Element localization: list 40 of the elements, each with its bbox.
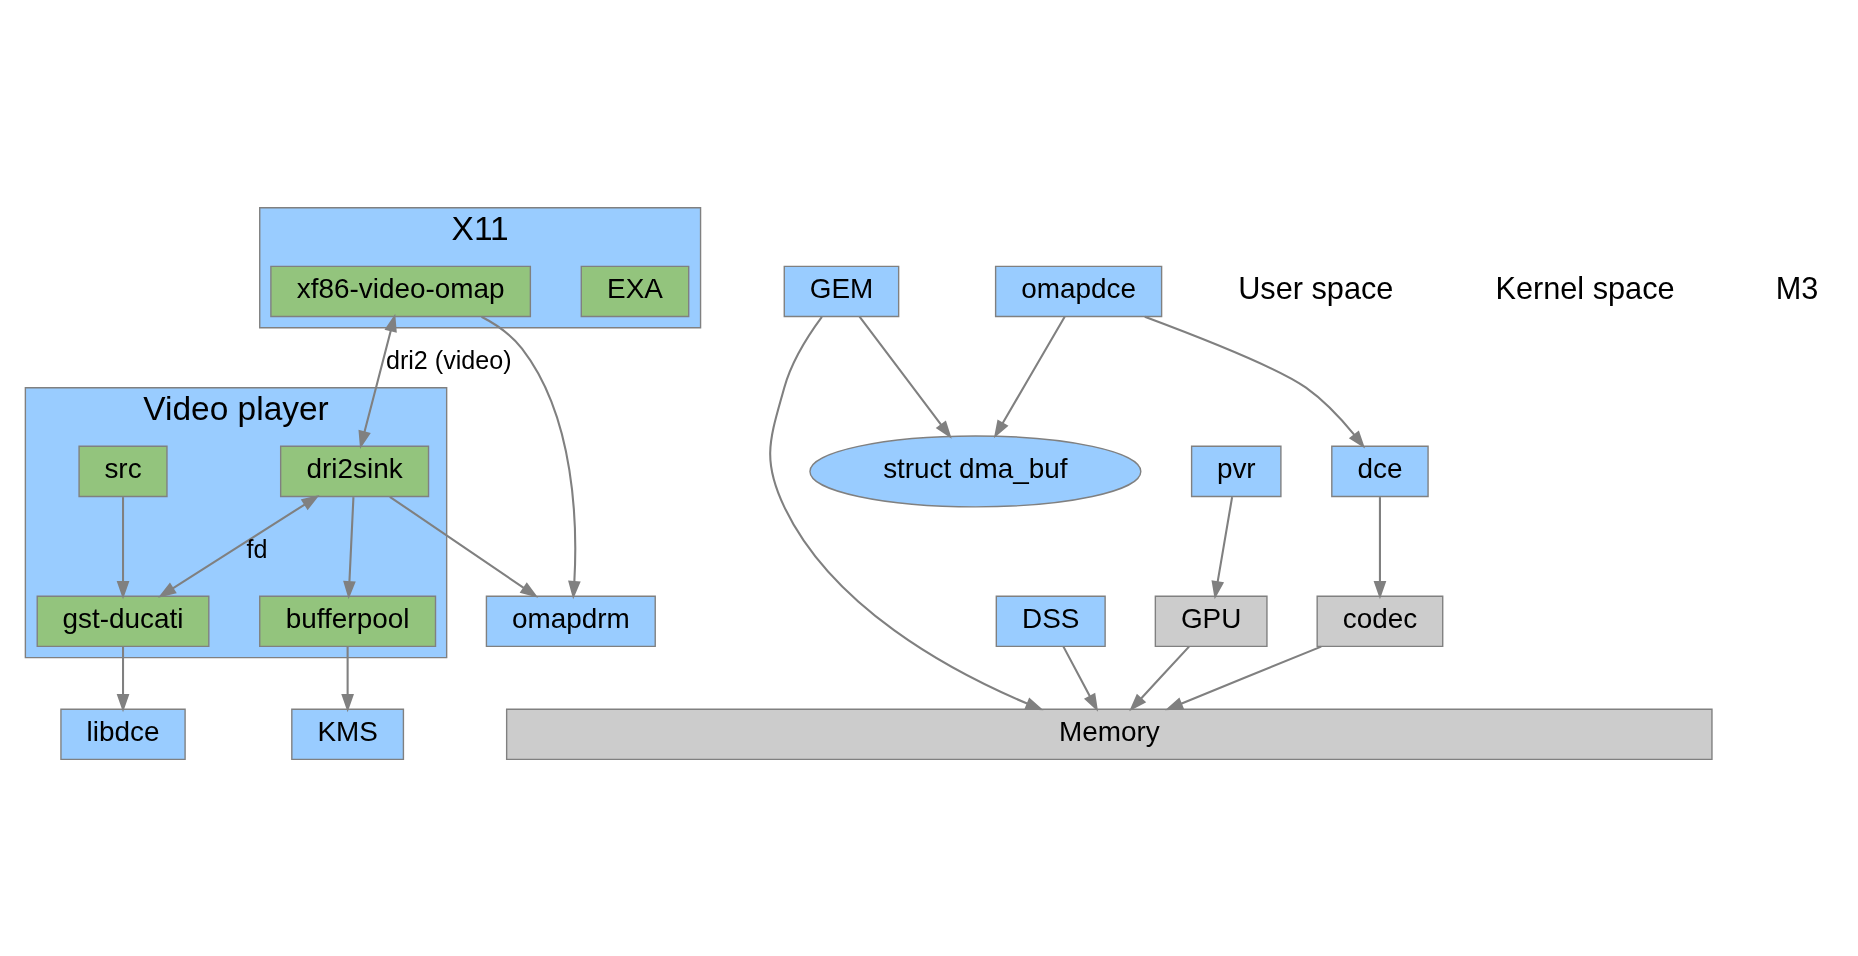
arrow: [158, 495, 320, 598]
arrow: [1144, 315, 1366, 449]
edge-label: fd: [246, 534, 268, 563]
edge-label: dri2 (video): [385, 345, 512, 374]
arrow: [358, 313, 397, 449]
arrow: [116, 646, 130, 713]
arrow: [343, 497, 356, 600]
node-box: GEM: [783, 265, 900, 318]
arrow: [1373, 497, 1387, 600]
node-box: libdce: [60, 708, 186, 761]
label: User space: [1238, 271, 1394, 307]
node-box: bufferpool: [259, 595, 437, 648]
node-box: GPU: [1154, 595, 1268, 648]
node-box: omapdrm: [485, 595, 656, 648]
node-box: DSS: [995, 595, 1106, 648]
label: Kernel space: [1495, 271, 1675, 307]
node-box: pvr: [1190, 445, 1282, 498]
node-box: KMS: [291, 708, 405, 761]
node-box: dri2sink: [279, 445, 430, 498]
label: M3: [1775, 271, 1819, 307]
arrow: [993, 316, 1066, 439]
arrow: [1062, 646, 1099, 712]
arrow: [1211, 496, 1234, 600]
arrow: [389, 495, 539, 598]
arrow: [341, 646, 354, 713]
node-box: xf86-video-omap: [270, 265, 532, 318]
node-box: Memory: [505, 708, 1713, 761]
node-box: dce: [1331, 445, 1429, 498]
arrow: [769, 316, 1044, 711]
arrow: [1129, 645, 1190, 712]
arrow: [116, 497, 130, 600]
arrow: [1164, 645, 1322, 711]
node-box: EXA: [580, 265, 690, 318]
node-ellipse: struct dma_buf: [809, 435, 1142, 508]
arrow: [481, 315, 581, 600]
node-box: gst-ducati: [36, 595, 210, 648]
arrow: [858, 316, 952, 439]
node-box: omapdce: [994, 265, 1163, 318]
node-box: src: [78, 445, 168, 498]
node-box: codec: [1316, 595, 1444, 648]
